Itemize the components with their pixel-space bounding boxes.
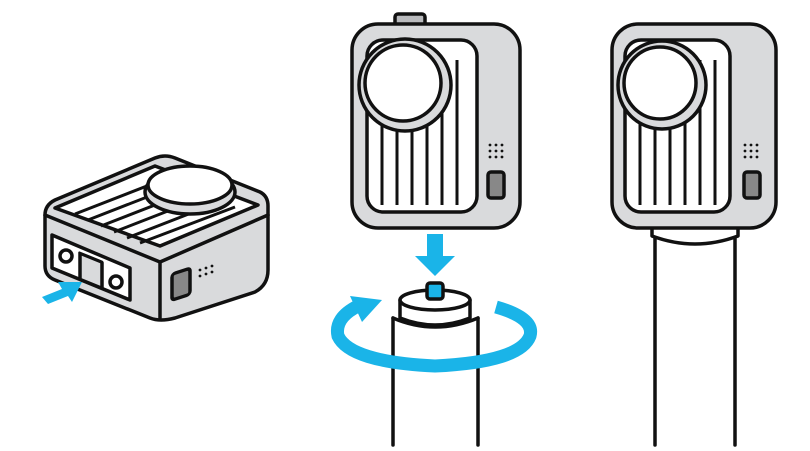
lens [357,37,453,133]
lens [616,39,708,131]
pole-right [650,220,740,447]
down-arrow-icon [415,234,455,276]
lens [143,164,237,216]
speaker-dots [743,143,759,159]
insert-arrow-icon [42,282,82,304]
rotate-arrow-icon [330,296,538,373]
speaker-dots [488,143,504,159]
pole-middle [391,281,480,447]
speaker-dots [198,264,214,278]
mount-panel [50,233,132,302]
camera-upright-right [610,22,778,230]
camera-upright-middle [350,12,522,230]
camera-flat [42,154,270,322]
